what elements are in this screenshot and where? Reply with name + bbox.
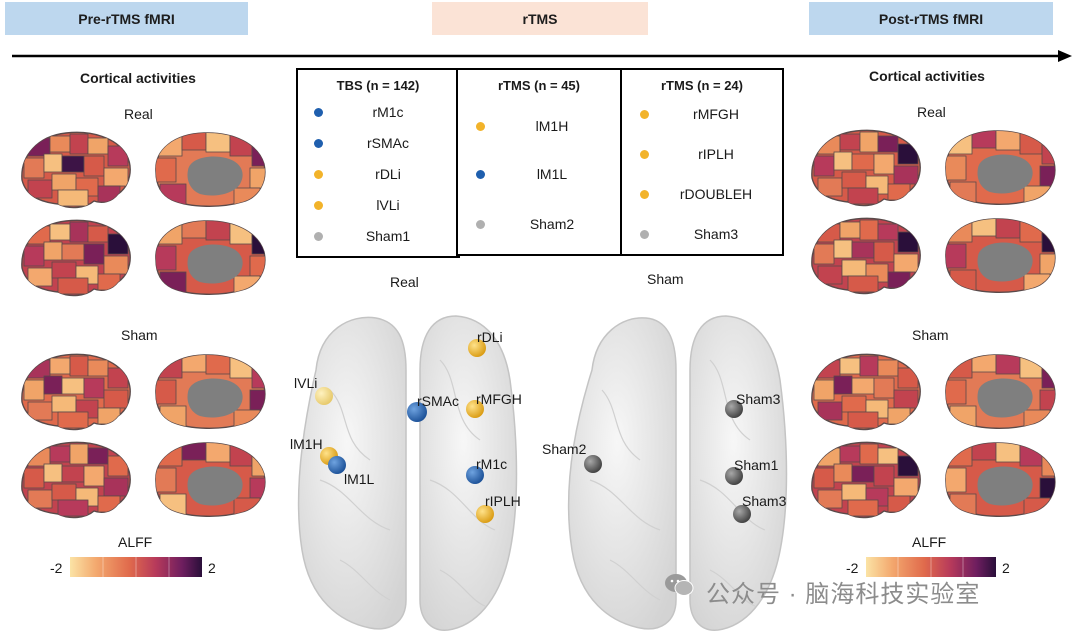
yellow-dot-icon: [314, 201, 323, 210]
right-real-brains: [808, 126, 1068, 307]
label-lvli: lVLi: [294, 375, 317, 391]
right-alff-label: ALFF: [912, 534, 947, 550]
target-lm1l: [328, 456, 346, 474]
yellow-dot-icon: [640, 190, 649, 199]
item-label: rSMAc: [367, 135, 409, 151]
label-riplh: rIPLH: [485, 493, 521, 509]
panel-rtms-24: rTMS (n = 24) rMFGH rIPLH rDOUBLEH Sham3: [620, 68, 784, 256]
label-rmfgh: rMFGH: [476, 391, 522, 407]
target-sham2: [584, 455, 602, 473]
panel-rtms24-item: rMFGH: [622, 106, 782, 126]
target-sham1: [725, 467, 743, 485]
yellow-dot-icon: [640, 150, 649, 159]
right-real-label: Real: [917, 104, 946, 120]
center-sham-label: Sham: [647, 271, 684, 287]
panel-tbs-item: Sham1: [298, 228, 458, 248]
target-rmfgh: [466, 400, 484, 418]
right-cbar-max: 2: [1002, 560, 1010, 576]
panel-rtms24-item: rDOUBLEH: [622, 186, 782, 206]
header-rtms-label: rTMS: [522, 10, 558, 27]
panel-rtms24-title: rTMS (n = 24): [661, 78, 743, 93]
item-label: lM1H: [535, 118, 569, 134]
left-colorbar: [70, 557, 202, 577]
yellow-dot-icon: [640, 110, 649, 119]
left-cortical-title: Cortical activities: [80, 70, 196, 86]
header-pre-rtms: Pre-rTMS fMRI: [5, 2, 248, 35]
item-label: rDOUBLEH: [679, 186, 753, 202]
panel-rtms45-item: lM1H: [458, 118, 620, 138]
watermark-text: 公众号 · 脑海科技实验室: [706, 581, 981, 608]
item-label: rM1c: [372, 104, 404, 120]
timeline-arrow: [12, 50, 1072, 62]
yellow-dot-icon: [476, 122, 485, 131]
left-cbar-min: -2: [50, 560, 63, 576]
panel-tbs-item: rDLi: [298, 166, 458, 186]
right-sham-brains: [808, 350, 1068, 531]
right-colorbar: [866, 557, 996, 577]
center-real-label: Real: [390, 274, 419, 290]
left-cbar-max: 2: [208, 560, 216, 576]
panel-tbs-title: TBS (n = 142): [336, 78, 420, 93]
wechat-icon: [664, 572, 694, 598]
item-label: Sham2: [529, 216, 575, 232]
item-label: Sham1: [365, 228, 411, 244]
item-label: rIPLH: [698, 146, 734, 162]
right-sham-label: Sham: [912, 327, 949, 343]
right-cbar-min: -2: [846, 560, 859, 576]
grey-dot-icon: [476, 220, 485, 229]
panel-rtms45-item: lM1L: [458, 166, 620, 186]
panel-tbs: TBS (n = 142) rM1c rSMAc rDLi lVLi Sham1: [296, 68, 460, 258]
label-sham2: Sham2: [542, 441, 587, 457]
left-real-label: Real: [124, 106, 153, 122]
blue-dot-icon: [314, 108, 323, 117]
panel-rtms45-title: rTMS (n = 45): [498, 78, 580, 93]
grey-dot-icon: [640, 230, 649, 239]
panel-rtms24-item: Sham3: [622, 226, 782, 246]
panel-tbs-item: rSMAc: [298, 135, 458, 155]
yellow-dot-icon: [314, 170, 323, 179]
panel-tbs-item: rM1c: [298, 104, 458, 124]
target-rm1c: [466, 466, 484, 484]
panel-tbs-item: lVLi: [298, 197, 458, 217]
label-lm1l: lM1L: [344, 471, 375, 487]
brain-lateral-1: [21, 131, 131, 209]
panel-rtms24-item: rIPLH: [622, 146, 782, 166]
panel-rtms-45: rTMS (n = 45) lM1H lM1L Sham2: [456, 68, 622, 256]
label-lm1h: lM1H: [290, 436, 323, 452]
label-rsmac: rSMAc: [417, 393, 459, 409]
target-rdli: [468, 339, 486, 357]
target-sham3-top: [725, 400, 743, 418]
left-alff-label: ALFF: [118, 534, 153, 550]
left-sham-brains: [18, 350, 278, 531]
target-rsmac: [407, 402, 427, 422]
target-riplh: [476, 505, 494, 523]
item-label: Sham3: [693, 226, 739, 242]
target-lvli: [315, 387, 333, 405]
brain-lateral-2: [21, 219, 131, 297]
label-rdli: rDLi: [477, 329, 503, 345]
item-label: rMFGH: [693, 106, 739, 122]
label-sham3-bottom: Sham3: [742, 493, 787, 509]
header-rtms: rTMS: [432, 2, 648, 35]
label-rm1c: rM1c: [476, 456, 507, 472]
right-cortical-title: Cortical activities: [869, 68, 985, 84]
label-sham3-top: Sham3: [736, 391, 781, 407]
target-sham3-bottom: [733, 505, 751, 523]
dorsal-brain-views: rDLi lVLi rSMAc rMFGH lM1H lM1L rM1c rIP…: [290, 315, 788, 631]
panel-rtms45-item: Sham2: [458, 216, 620, 236]
item-label: lVLi: [376, 197, 400, 213]
header-post-rtms: Post-rTMS fMRI: [809, 2, 1053, 35]
blue-dot-icon: [314, 139, 323, 148]
header-pre-label: Pre-rTMS fMRI: [78, 10, 175, 27]
blue-dot-icon: [476, 170, 485, 179]
left-real-brains: [18, 128, 278, 309]
item-label: lM1L: [536, 166, 568, 182]
brain-medial-1: [155, 132, 266, 207]
header-post-label: Post-rTMS fMRI: [878, 10, 984, 27]
left-sham-label: Sham: [121, 327, 158, 343]
grey-dot-icon: [314, 232, 323, 241]
item-label: rDLi: [375, 166, 401, 182]
brain-medial-2: [155, 220, 266, 295]
label-sham1: Sham1: [734, 457, 779, 473]
